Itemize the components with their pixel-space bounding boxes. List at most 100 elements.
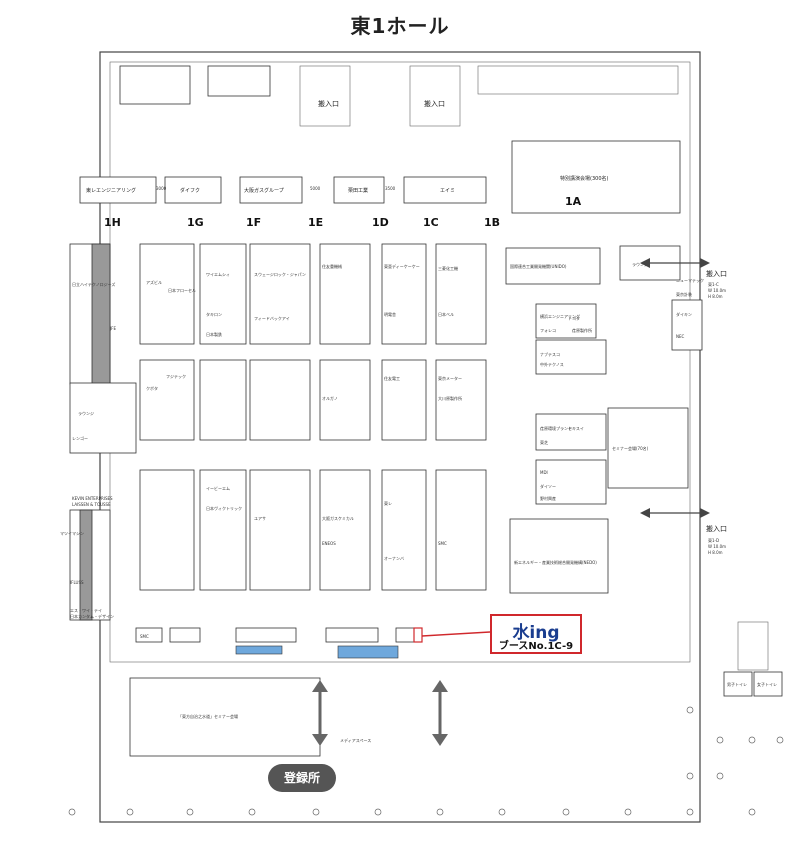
right-label-15: ダイキン bbox=[676, 311, 692, 317]
aisle-1d: 1D bbox=[372, 216, 389, 229]
dim-2: 5000 bbox=[310, 186, 321, 191]
men-toilet bbox=[723, 671, 753, 697]
central-label-2: 日本フローセル bbox=[168, 287, 196, 293]
bottom-booth-4 bbox=[325, 627, 379, 643]
central-label-6: タキロン bbox=[206, 311, 222, 317]
aisle-1g: 1G bbox=[187, 216, 204, 229]
men-toilet-top bbox=[119, 65, 191, 105]
central-label-19: イービーエム bbox=[206, 485, 230, 491]
central-label-13: クボタ bbox=[146, 385, 158, 391]
bottom-highlight-1 bbox=[235, 645, 283, 655]
aisle-1e: 1E bbox=[308, 216, 323, 229]
aisle-1b: 1B bbox=[484, 216, 500, 229]
central-blocks bbox=[139, 243, 487, 591]
left-booth-8-label: IFLUSS bbox=[70, 580, 84, 585]
lounge-left bbox=[69, 382, 137, 454]
right-label-5: ナブテスコ bbox=[540, 351, 560, 357]
conference-label: 「東方自治之水道」セミナー会場 bbox=[178, 713, 238, 719]
stair-left bbox=[299, 65, 351, 127]
walkway-arrow-right bbox=[432, 680, 448, 746]
booth-r1-3-label: 大阪ガスグループ bbox=[244, 187, 284, 194]
central-label-1: アズビル bbox=[146, 279, 162, 285]
dim-4: 3500 bbox=[385, 186, 396, 191]
central-label-7: 日本製鉄 bbox=[206, 331, 222, 337]
right-label-6: 中外テクノス bbox=[540, 361, 564, 367]
top-entrance-label: 搬入口 bbox=[318, 99, 339, 108]
women-toilet-top bbox=[207, 65, 271, 97]
right-label-7: 荏原環境プラント bbox=[540, 425, 572, 431]
booth-r1-4-label: 栗田工業 bbox=[348, 187, 368, 194]
central-label-21: ユアサ bbox=[254, 516, 266, 521]
media-space-label: メディアスペース bbox=[340, 737, 371, 743]
left-booth-7-label: マツイマシン bbox=[60, 531, 84, 536]
suiing-booth-number: ブースNo.1C-9 bbox=[498, 641, 574, 652]
booth-r1-5 bbox=[403, 176, 487, 204]
central-label-8: フィードバックアイ bbox=[254, 315, 290, 321]
booth-r1-3 bbox=[239, 176, 303, 204]
bottom-highlight-2 bbox=[337, 645, 399, 659]
right-entrance-top-spec-3: H 8.0m bbox=[708, 294, 723, 299]
stair-right bbox=[409, 65, 461, 127]
right-entrance-top-arrow bbox=[640, 258, 710, 268]
conference-room bbox=[129, 677, 321, 757]
central-label-26: ENEOS bbox=[322, 541, 336, 546]
central-label-12: 日本ベル bbox=[438, 311, 454, 317]
suiing-booth-callout: 水ing ブースNo.1C-9 bbox=[490, 614, 582, 654]
special-lecture-label: 特別講演会場(300名) bbox=[560, 175, 608, 182]
central-label-24: 大阪ガスケミカル bbox=[322, 515, 354, 521]
left-booth-1-label: 日立ハイテクノロジーズ bbox=[72, 281, 115, 287]
lounge-left-label: ラウンジ bbox=[78, 410, 94, 416]
suiing-logo: 水ing bbox=[512, 623, 560, 643]
nedo-booth bbox=[509, 518, 609, 594]
left-booth-10-label: 日本カンタム・デザイン bbox=[70, 613, 114, 619]
structural-columns bbox=[68, 706, 784, 816]
booth-r1-1 bbox=[79, 176, 157, 204]
callout-leader bbox=[421, 631, 491, 637]
walkway-arrow-left bbox=[312, 680, 328, 746]
nedo-label: 新エネルギー・産業技術総合開発機構(NEDO) bbox=[514, 559, 597, 565]
left-booth-5-label: KEVIN ENTERPRISES bbox=[72, 496, 113, 501]
right-label-3: トヨタ bbox=[568, 315, 580, 321]
unido-booth bbox=[505, 247, 601, 285]
smc-label: SMC bbox=[140, 634, 149, 639]
men-toilet-label: 男子トイレ bbox=[727, 681, 747, 687]
right-entrance-bottom-label: 搬入口 bbox=[706, 524, 727, 533]
left-booth-6-label: LAISSEN & TOUSSE bbox=[72, 502, 111, 507]
hall-title: 東1ホール bbox=[350, 14, 450, 38]
aisle-1f: 1F bbox=[246, 216, 261, 229]
right-label-11: ダイソー bbox=[540, 483, 556, 489]
aisle-1h: 1H bbox=[104, 216, 121, 229]
right-label-8: 東芝 bbox=[540, 439, 548, 445]
right-label-14: 東京計装 bbox=[676, 291, 692, 297]
left-booth-9-label: エス・ワイ・テイ bbox=[70, 607, 102, 613]
right-label-13: ニューマテック bbox=[676, 277, 704, 283]
registration-desk: 登録所 bbox=[268, 764, 336, 792]
booth-r1-1-label: 東レエンジニアリング bbox=[86, 187, 136, 194]
right-blocks bbox=[535, 299, 703, 505]
unido-label: 国際連合工業開発機関(UNIDO) bbox=[510, 263, 567, 269]
top-entrance-label-2: 搬入口 bbox=[424, 99, 445, 108]
central-label-18: 大川原製作所 bbox=[438, 395, 462, 401]
bottom-booth-2 bbox=[169, 627, 201, 643]
right-entrance-top-spec-2: W 10.0m bbox=[708, 288, 726, 293]
booth-r1-5-label: エイミ bbox=[440, 188, 455, 194]
right-label-16: NEC bbox=[676, 334, 685, 339]
central-label-14: フジテック bbox=[166, 373, 186, 379]
women-toilet-label: 女子トイレ bbox=[757, 681, 777, 687]
right-label-1: 横浜エンジニアリング bbox=[540, 313, 580, 319]
right-label-10: MDI bbox=[540, 470, 548, 475]
right-label-4: 荏原製作所 bbox=[572, 327, 592, 333]
suiing-booth bbox=[395, 627, 423, 643]
dim-1: 3000 bbox=[156, 186, 167, 191]
central-label-25: 東レ bbox=[384, 500, 392, 506]
aisle-1a: 1A bbox=[565, 195, 582, 208]
central-label-11: 明電舎 bbox=[384, 311, 396, 317]
central-label-4: スウェージロック・ジャパン bbox=[254, 271, 306, 277]
central-label-9: 東亜ディーケーケー bbox=[384, 263, 420, 269]
right-entrance-bottom-arrow bbox=[640, 508, 710, 518]
booth-r1-2-label: ダイフク bbox=[180, 187, 200, 194]
right-entrance-bottom-spec-2: W 10.0m bbox=[708, 544, 726, 549]
right-label-12: 野村興産 bbox=[540, 495, 556, 501]
right-entrance-top-spec-1: 東1-C bbox=[708, 281, 719, 287]
